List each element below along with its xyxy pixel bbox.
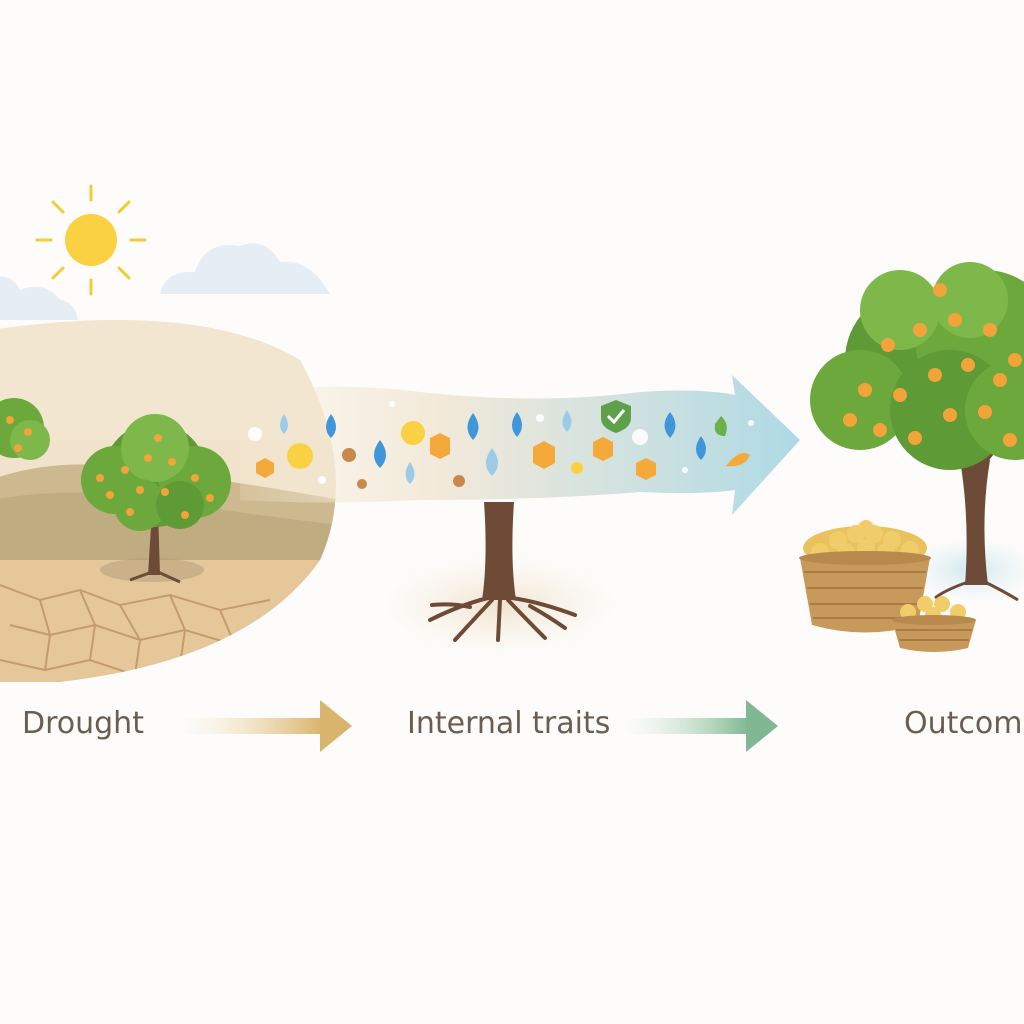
fruit-tree-icon <box>810 262 1024 605</box>
water-drop-icon <box>374 440 386 468</box>
small-tree-icon <box>0 398 50 460</box>
stage-label-outcome: Outcom <box>904 706 1023 741</box>
nutrient-hexagon-icon <box>256 433 656 480</box>
drought-to-traits-arrow <box>180 700 352 752</box>
flow-arrow <box>240 375 800 515</box>
leaf-icon <box>714 416 727 436</box>
trait-particles <box>248 400 754 489</box>
small-basket-icon <box>892 596 976 652</box>
stage-label-internal-traits: Internal traits <box>407 706 611 741</box>
sun-icon <box>35 184 147 296</box>
harvest-basket-icon <box>799 520 931 633</box>
tree-roots-icon <box>380 502 620 655</box>
shield-check-icon <box>601 400 631 433</box>
water-drop-icon <box>467 413 479 440</box>
drought-tree-icon <box>81 414 231 584</box>
water-drop-icon <box>326 414 336 438</box>
traits-to-outcome-arrow <box>622 700 778 752</box>
cloud-icon <box>160 243 330 294</box>
water-drop-icon <box>512 412 522 437</box>
water-drop-icon <box>664 412 676 438</box>
water-drop-icon <box>696 436 706 460</box>
cloud-icon <box>0 276 78 320</box>
stage-label-drought: Drought <box>22 706 144 741</box>
